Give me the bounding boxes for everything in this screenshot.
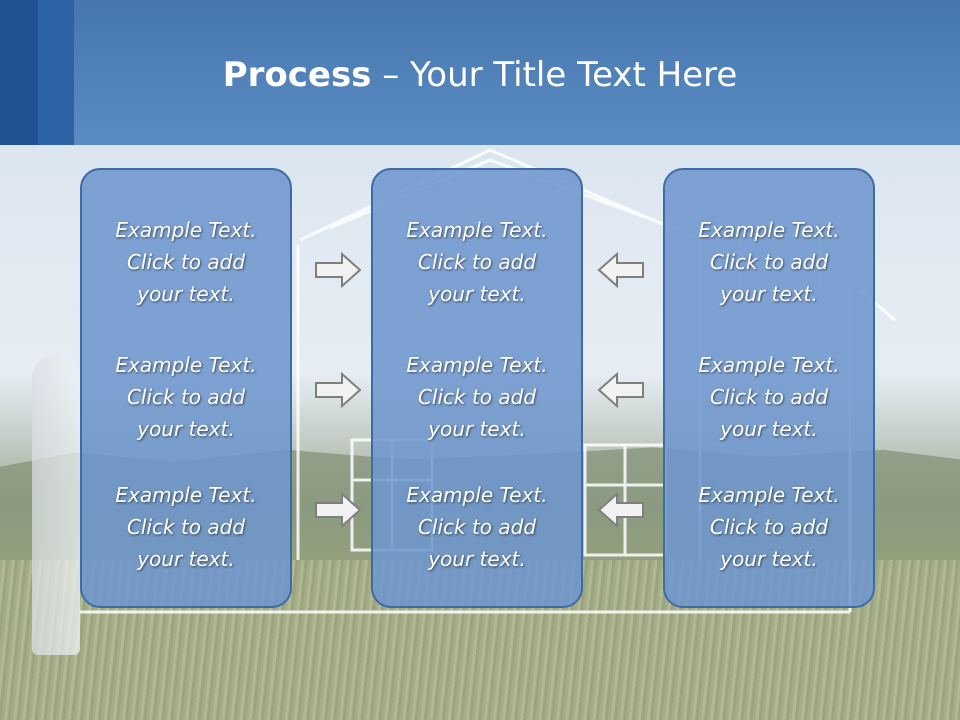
arrow-right-icon[interactable] [314, 372, 362, 408]
text-line: your text. [720, 547, 818, 571]
header-stripe [38, 0, 74, 145]
box-text-block[interactable]: Example Text. Click to add your text. [82, 214, 290, 310]
box-text-block[interactable]: Example Text. Click to add your text. [373, 479, 581, 575]
box-text-block[interactable]: Example Text. Click to add your text. [373, 349, 581, 445]
box-text-block[interactable]: Example Text. Click to add your text. [82, 349, 290, 445]
arrow-right-icon[interactable] [314, 492, 362, 528]
text-line: Click to add [417, 515, 537, 539]
text-line: your text. [720, 417, 818, 441]
process-box-3[interactable]: Example Text. Click to add your text. Ex… [663, 168, 875, 608]
process-box-2[interactable]: Example Text. Click to add your text. Ex… [371, 168, 583, 608]
arrow-left-icon[interactable] [597, 252, 645, 288]
text-line: Example Text. [115, 483, 257, 507]
text-line: your text. [137, 547, 235, 571]
header-band: Process – Your Title Text Here [0, 0, 960, 145]
process-box-1[interactable]: Example Text. Click to add your text. Ex… [80, 168, 292, 608]
text-line: Example Text. [698, 218, 840, 242]
text-line: Click to add [709, 250, 829, 274]
box-text-block[interactable]: Example Text. Click to add your text. [373, 214, 581, 310]
title-rest: – Your Title Text Here [371, 55, 738, 95]
text-line: your text. [428, 417, 526, 441]
text-line: Click to add [709, 515, 829, 539]
slide-title[interactable]: Process – Your Title Text Here [74, 52, 886, 98]
text-line: Example Text. [115, 218, 257, 242]
arrow-left-icon[interactable] [597, 372, 645, 408]
arrow-right-icon[interactable] [314, 252, 362, 288]
text-line: Click to add [126, 250, 246, 274]
header-stripe [0, 0, 38, 145]
text-line: Click to add [126, 515, 246, 539]
text-line: Example Text. [406, 218, 548, 242]
text-line: Click to add [417, 250, 537, 274]
text-line: Click to add [709, 385, 829, 409]
background-person [32, 355, 80, 655]
text-line: Click to add [126, 385, 246, 409]
text-line: your text. [428, 282, 526, 306]
text-line: Example Text. [406, 353, 548, 377]
text-line: your text. [720, 282, 818, 306]
title-bold: Process [222, 55, 372, 95]
text-line: your text. [137, 417, 235, 441]
text-line: your text. [428, 547, 526, 571]
text-line: Example Text. [698, 483, 840, 507]
text-line: Example Text. [115, 353, 257, 377]
box-text-block[interactable]: Example Text. Click to add your text. [665, 349, 873, 445]
text-line: Click to add [417, 385, 537, 409]
text-line: your text. [137, 282, 235, 306]
text-line: Example Text. [406, 483, 548, 507]
box-text-block[interactable]: Example Text. Click to add your text. [665, 479, 873, 575]
box-text-block[interactable]: Example Text. Click to add your text. [665, 214, 873, 310]
text-line: Example Text. [698, 353, 840, 377]
arrow-left-icon[interactable] [597, 492, 645, 528]
box-text-block[interactable]: Example Text. Click to add your text. [82, 479, 290, 575]
